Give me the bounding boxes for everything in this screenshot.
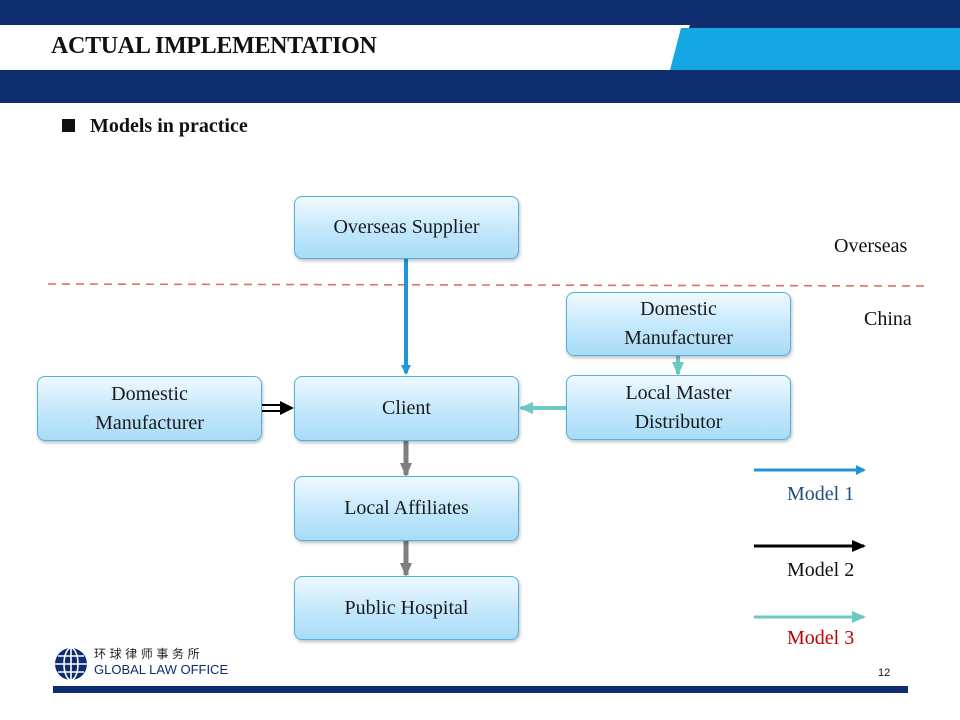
arrow-domestic-left-to-client [262, 401, 294, 415]
title-band [0, 25, 690, 70]
legend-label-model-2: Model 2 [787, 559, 855, 581]
overseas-china-divider [47, 283, 926, 287]
node-client: Client [294, 376, 519, 441]
node-domestic-manufacturer-right: Domestic Manufacturer [566, 292, 791, 356]
node-domestic-manufacturer-left: Domestic Manufacturer [37, 376, 262, 441]
accent-band [670, 28, 960, 70]
page-title: ACTUAL IMPLEMENTATION [51, 33, 377, 59]
bullet-square [62, 119, 75, 132]
footer-rule [53, 686, 908, 693]
node-local-master-distributor: Local Master Distributor [566, 375, 791, 440]
region-label-china: China [864, 308, 912, 330]
region-label-overseas: Overseas [834, 235, 908, 257]
node-overseas-supplier: Overseas Supplier [294, 196, 519, 259]
logo-text-chinese: 环球律师事务所 [94, 647, 204, 661]
legend-label-model-1: Model 1 [787, 483, 855, 505]
legend-label-model-3: Model 3 [787, 627, 855, 649]
node-public-hospital: Public Hospital [294, 576, 519, 640]
section-subtitle: Models in practice [90, 115, 248, 137]
logo-text-english: GLOBAL LAW OFFICE [94, 662, 229, 677]
globe-logo-icon [55, 647, 87, 681]
page-number: 12 [878, 667, 891, 679]
node-local-affiliates: Local Affiliates [294, 476, 519, 541]
